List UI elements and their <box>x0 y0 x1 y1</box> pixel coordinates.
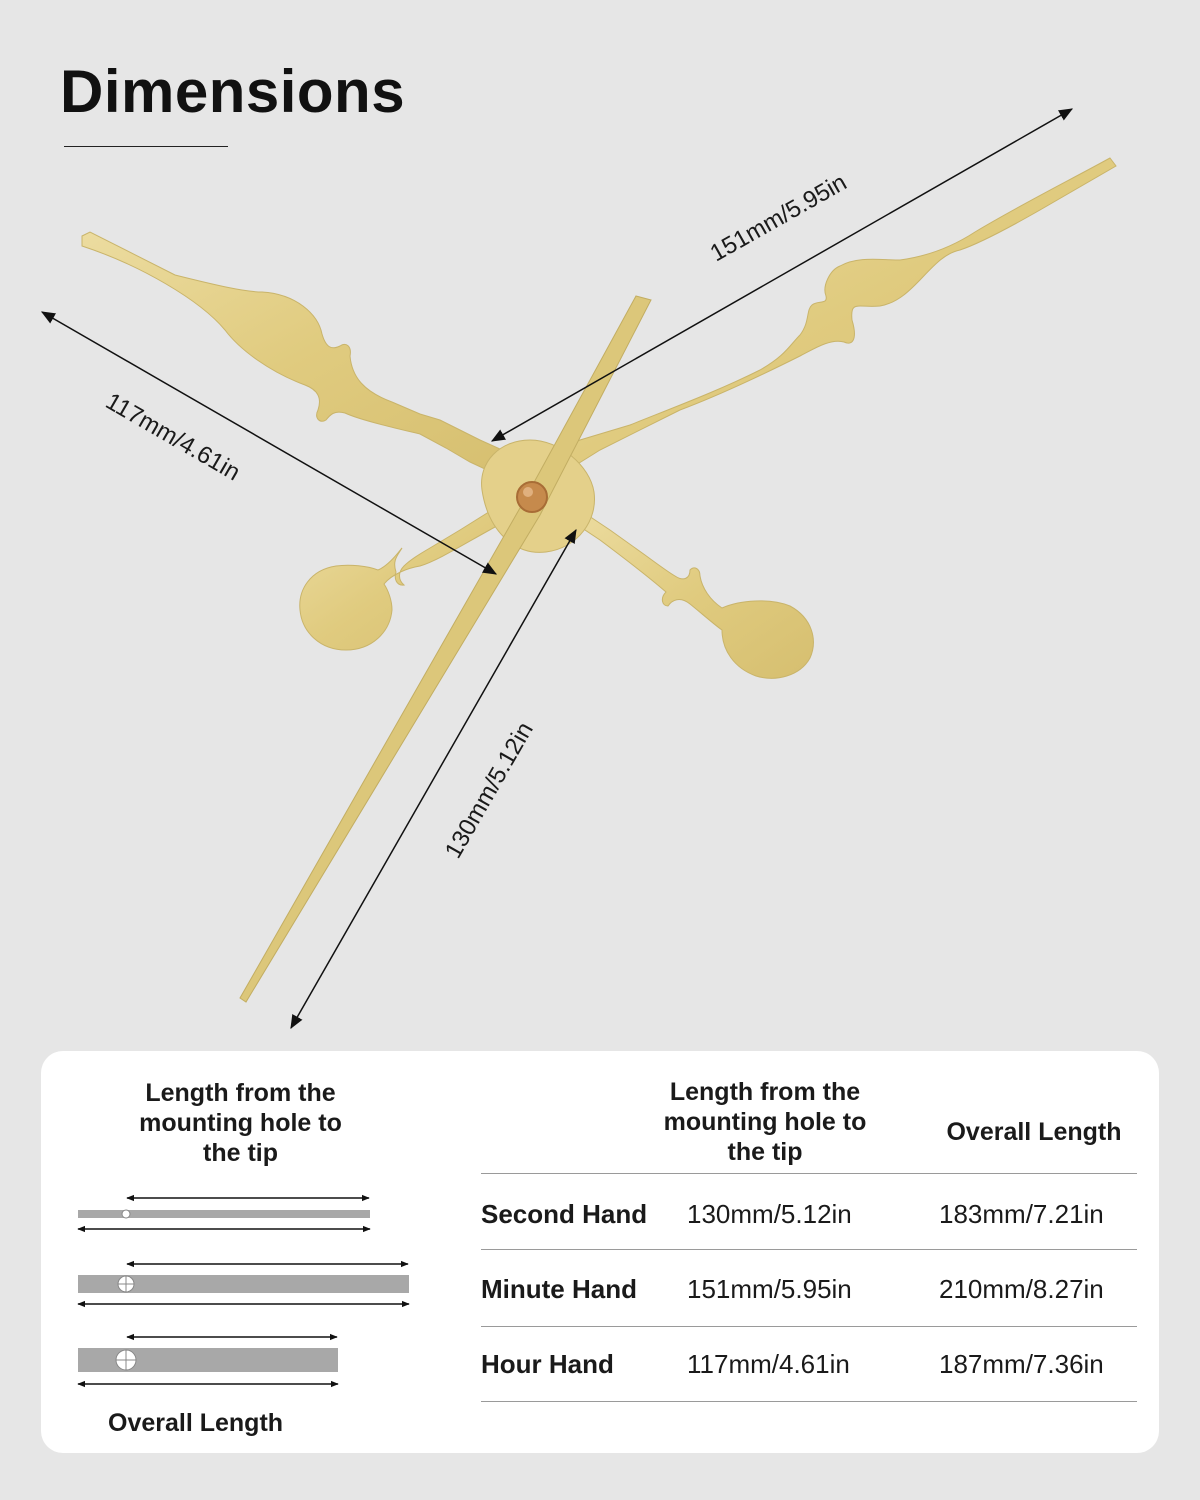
legend-heading: Length from the mounting hole to the tip <box>139 1079 342 1167</box>
table-cell-length: 151mm/5.95in <box>687 1274 852 1304</box>
legend-minute-hand <box>77 1260 410 1308</box>
legend-footer: Overall Length <box>108 1409 284 1437</box>
minute-dimension-arrow <box>490 108 1074 442</box>
page-title: Dimensions <box>60 58 406 125</box>
second-dimension-label: 130mm/5.12in <box>440 718 539 863</box>
title-underline <box>64 146 228 147</box>
hub-pin <box>516 481 548 513</box>
clock-hands-drawing: 151mm/5.95in 117mm/4.61in 130mm/5.12in <box>40 108 1117 1030</box>
table-row-name: Minute Hand <box>481 1274 637 1304</box>
table-cell-overall: 183mm/7.21in <box>939 1199 1104 1229</box>
hour-hand-tail <box>299 504 509 651</box>
measurement-legend <box>77 1194 410 1388</box>
minute-hand-tail <box>569 509 814 679</box>
hour-hand <box>81 231 521 477</box>
table-rule <box>481 1401 1137 1402</box>
legend-second-hand <box>77 1194 371 1233</box>
column-header-overall: Overall Length <box>946 1118 1122 1146</box>
column-header-length: Length from the mounting hole to the tip <box>663 1078 867 1166</box>
hour-dimension-label: 117mm/4.61in <box>101 388 245 487</box>
table-row-name: Hour Hand <box>481 1349 614 1379</box>
table-cell-length: 130mm/5.12in <box>687 1199 852 1229</box>
table-rule <box>481 1326 1137 1327</box>
table-cell-length: 117mm/4.61in <box>687 1349 850 1379</box>
second-dimension-arrow <box>290 528 577 1030</box>
table-row-name: Second Hand <box>481 1199 648 1229</box>
table-cell-overall: 187mm/7.36in <box>939 1349 1104 1379</box>
minute-dimension-label: 151mm/5.95in <box>706 169 852 267</box>
second-hand <box>239 295 652 1003</box>
table-rule <box>481 1249 1137 1250</box>
table-cell-overall: 210mm/8.27in <box>939 1274 1104 1304</box>
hub-pin-highlight <box>523 487 533 497</box>
table-rule <box>481 1173 1137 1174</box>
dimensions-table-card: Length from the mounting hole to the tip <box>41 1051 1159 1453</box>
legend-hour-hand <box>77 1333 339 1388</box>
